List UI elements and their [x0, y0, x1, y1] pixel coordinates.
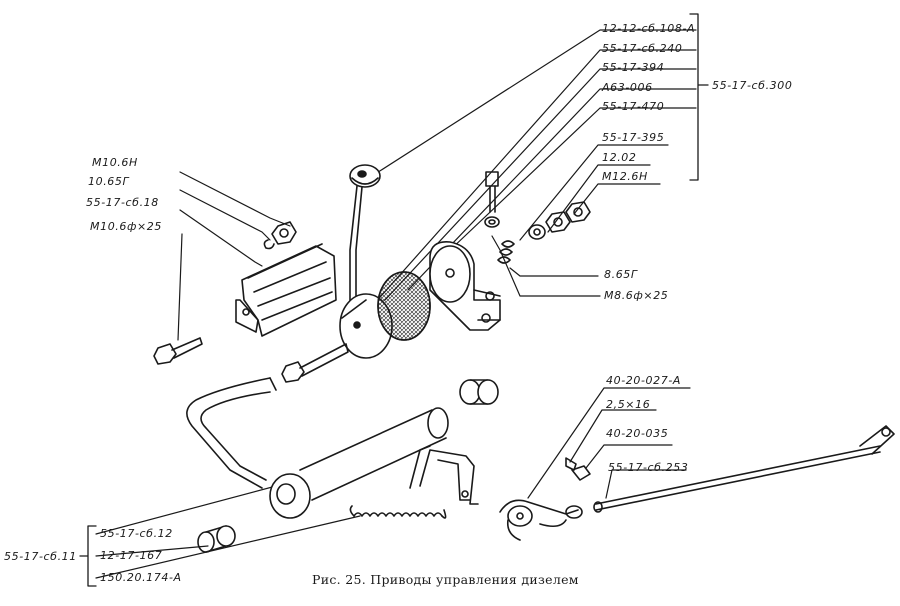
- label-55-17-395: 55-17-395: [602, 131, 665, 144]
- label-12-02: 12.02: [602, 151, 637, 164]
- left-bolt: [153, 337, 203, 365]
- label-55-17-470: 55-17-470: [602, 100, 665, 113]
- label-12-12-sb-108a: 12-12-сб.108-А: [602, 22, 696, 35]
- leader-lines: [95, 29, 697, 579]
- lower-bolt: [281, 343, 349, 383]
- label-55-17-394: 55-17-394: [602, 61, 665, 74]
- clevis-pin: [571, 465, 591, 481]
- label-a63-006: А63-006: [602, 81, 653, 94]
- label-assembly-55-17-sb-11: 55-17-сб.11: [4, 550, 77, 563]
- label-55-17-sb-12: 55-17-сб.12: [100, 527, 173, 540]
- label-40-20-027a: 40-20-027-А: [606, 374, 682, 387]
- label-m8-6f-25: М8.6ф×25: [604, 289, 669, 302]
- label-m10-6f-25: М10.6ф×25: [90, 220, 163, 233]
- support-bracket: [429, 241, 501, 331]
- ribbed-bracket: [235, 243, 337, 337]
- top-bolt-stack: [484, 171, 591, 264]
- top-group-bracket: [689, 13, 709, 181]
- rod-clamp: [499, 499, 583, 541]
- label-10-65g: 10.65Г: [88, 175, 130, 188]
- label-m10-6n: М10.6Н: [92, 156, 138, 169]
- label-2-5x16: 2,5×16: [606, 398, 651, 411]
- control-rod: [593, 425, 895, 513]
- label-40-20-035: 40-20-035: [606, 427, 669, 440]
- bushing-lower: [197, 525, 236, 553]
- friction-disk: [377, 271, 431, 341]
- label-55-17-sb-18: 55-17-сб.18: [86, 196, 159, 209]
- figure-caption: Рис. 25. Приводы управления дизелем: [312, 572, 579, 587]
- left-nut-washer: [263, 221, 297, 250]
- z-bracket: [409, 445, 479, 505]
- label-55-17-sb-253: 55-17-сб.253: [608, 461, 689, 474]
- label-150-20-174a: 150.20.174-А: [100, 571, 182, 584]
- label-12-17-167: 12-17-167: [100, 549, 163, 562]
- bottom-left-bracket: [79, 525, 97, 587]
- label-8-65g: 8.65Г: [604, 268, 638, 281]
- control-handle: [349, 164, 381, 323]
- pedal-lever: [186, 377, 449, 519]
- bushing-upper: [459, 379, 499, 405]
- return-spring: [349, 505, 447, 519]
- label-m12-6n: М12.6Н: [602, 170, 648, 183]
- label-55-17-sb-240: 55-17-сб.240: [602, 42, 683, 55]
- label-assembly-55-17-sb-300: 55-17-сб.300: [712, 79, 793, 92]
